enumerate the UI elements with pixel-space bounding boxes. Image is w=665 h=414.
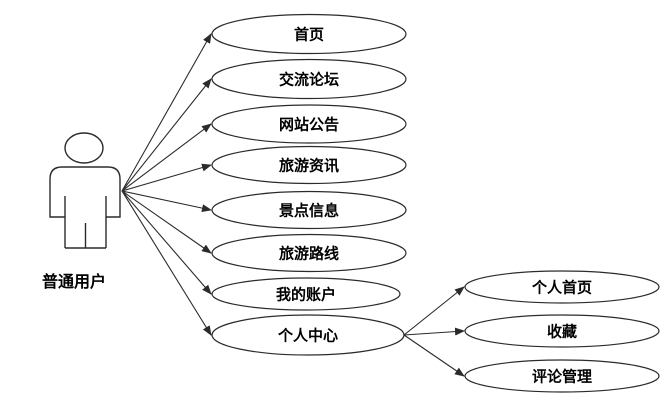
use-case-label: 评论管理: [532, 368, 592, 386]
use-case-label: 个人首页: [531, 279, 592, 297]
use-case-node: [464, 270, 660, 304]
actor-head: [64, 132, 104, 164]
use-case-label: 旅游路线: [279, 245, 339, 263]
use-case-label: 我的账户: [276, 286, 336, 304]
use-case-label: 旅游资讯: [279, 157, 339, 175]
use-case-label: 首页: [294, 26, 324, 44]
use-case-node: [211, 145, 407, 185]
use-case-node: [211, 58, 407, 100]
use-case-label: 交流论坛: [279, 71, 339, 89]
use-case-node: [211, 314, 405, 356]
actor-layer: 普通用户: [42, 132, 121, 291]
association-arrow: [403, 327, 465, 336]
use-case-label: 个人中心: [277, 327, 338, 345]
association-arrow: [121, 78, 212, 192]
use-case-node: [464, 359, 660, 393]
use-case-node: [211, 104, 407, 144]
actor-torso: [49, 166, 121, 218]
association-arrow: [403, 286, 465, 336]
association-arrow: [121, 33, 212, 192]
actor-limbs: [64, 196, 107, 249]
actor-label: 普通用户: [42, 272, 106, 291]
use-case-label: 网站公告: [279, 116, 339, 134]
use-case-node: [211, 277, 401, 311]
association-arrow: [121, 190, 212, 336]
association-arrow: [121, 190, 212, 213]
use-case-node: [211, 13, 407, 55]
association-arrow: [403, 334, 465, 377]
association-arrow: [121, 190, 212, 295]
association-arrow: [121, 123, 212, 192]
edges-layer: [121, 33, 465, 377]
use-case-label: 景点信息: [279, 202, 339, 220]
use-case-label: 收藏: [547, 323, 577, 341]
association-arrow: [121, 190, 212, 254]
use-case-node: [211, 190, 407, 230]
association-arrow: [121, 163, 212, 192]
use-case-node: [464, 314, 660, 348]
use-case-node: [211, 233, 407, 273]
